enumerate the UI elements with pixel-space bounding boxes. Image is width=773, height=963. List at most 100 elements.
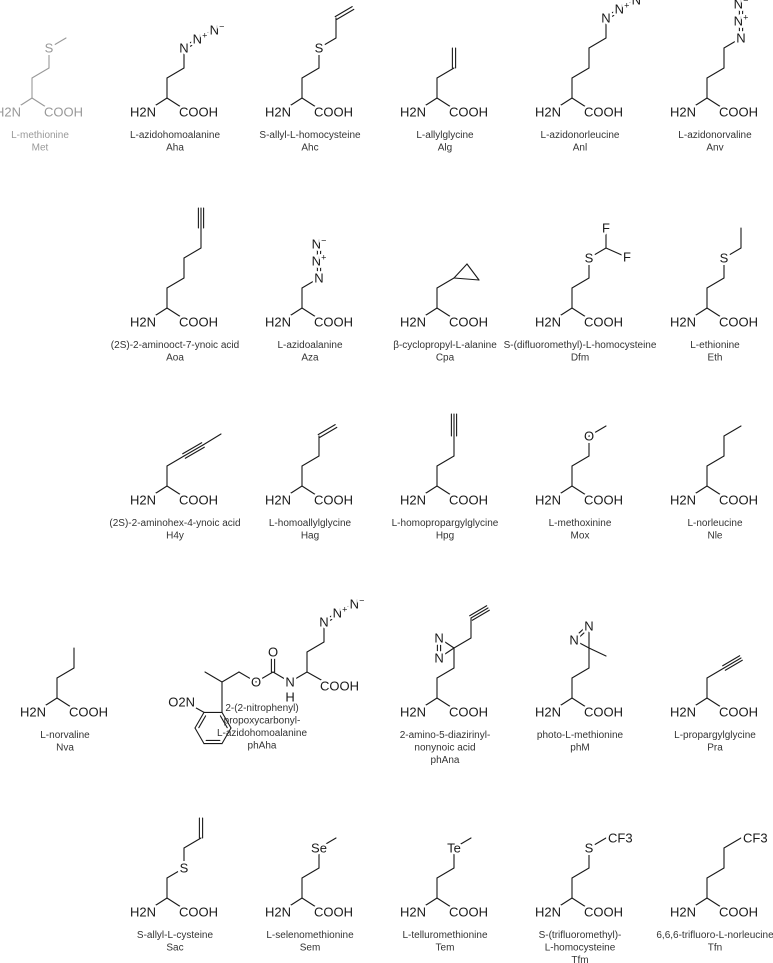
compound-name: S-(difluoromethyl)-L-homocysteine <box>504 340 657 351</box>
amine-label: H2N <box>265 905 291 920</box>
bond <box>706 867 725 879</box>
compound-abbreviation: Anl <box>573 143 587 154</box>
carboxyl-label: COOH <box>584 493 623 508</box>
bond <box>166 277 185 289</box>
carboxyl-label: COOH <box>314 905 353 920</box>
bond <box>301 307 317 318</box>
amine-label: H2N <box>670 905 696 920</box>
bond <box>221 671 240 683</box>
bond <box>182 37 200 48</box>
bond <box>436 307 452 318</box>
amine-label: H2N <box>130 493 156 508</box>
bond <box>588 37 607 49</box>
bond <box>469 605 488 617</box>
bond <box>622 0 640 11</box>
bond <box>340 604 358 615</box>
bond <box>588 647 607 657</box>
bond <box>571 897 587 908</box>
atom-label: O <box>268 645 278 660</box>
atom-label: F <box>602 221 610 236</box>
compound-abbreviation: Tem <box>436 943 455 954</box>
carboxyl-label: COOH <box>69 705 108 720</box>
compound-abbreviation: Met <box>32 143 49 154</box>
bond <box>692 485 708 496</box>
bond <box>166 97 182 108</box>
carboxyl-label: COOH <box>719 493 758 508</box>
bond <box>306 641 325 653</box>
amine-label: H2N <box>265 315 291 330</box>
compound-abbreviation: Cpa <box>436 353 455 364</box>
carboxyl-label: COOH <box>314 105 353 120</box>
bond <box>571 485 587 496</box>
bond <box>219 715 228 729</box>
carboxyl-label: COOH <box>719 705 758 720</box>
amine-label: H2N <box>400 315 426 330</box>
amine-label: H2N <box>265 105 291 120</box>
carboxyl-label: COOH <box>584 105 623 120</box>
carboxyl-label: COOH <box>179 105 218 120</box>
bond <box>436 897 452 908</box>
atom-label: N− <box>210 22 225 38</box>
bond <box>706 697 722 708</box>
bond <box>166 485 182 496</box>
bond <box>723 37 742 49</box>
compound-name: L-norvaline <box>40 730 90 741</box>
carboxyl-label: COOH <box>320 679 359 694</box>
atom-label: O2N <box>168 695 195 710</box>
compound-abbreviation: Aza <box>301 353 319 364</box>
compound-name: L-allylglycine <box>416 130 474 141</box>
bond <box>706 97 722 108</box>
bond <box>198 28 216 39</box>
carboxyl-label: COOH <box>179 493 218 508</box>
bond <box>605 247 625 257</box>
compound-name: L-azidohomoalanine <box>217 728 308 739</box>
bond <box>723 247 742 259</box>
bond <box>334 6 353 18</box>
compound-abbreviation: Nva <box>56 743 74 754</box>
compound-name: S-allyl-L-cysteine <box>137 930 214 941</box>
compound-abbreviation: Aoa <box>166 353 184 364</box>
bond <box>557 97 573 108</box>
bond <box>200 30 218 41</box>
bond <box>436 455 455 467</box>
bond <box>318 837 337 849</box>
bond <box>188 703 205 713</box>
carboxyl-label: COOH <box>314 315 353 330</box>
compound-abbreviation: Sac <box>166 943 183 954</box>
amine-label: H2N <box>670 105 696 120</box>
compound-name: L-telluromethionine <box>402 930 487 941</box>
compound-name: L-methionine <box>11 130 69 141</box>
bond <box>183 444 204 457</box>
bond <box>31 97 47 108</box>
carboxyl-label: COOH <box>314 493 353 508</box>
bond <box>42 697 58 708</box>
bond <box>31 67 50 79</box>
amine-label: H2N <box>535 315 561 330</box>
bond <box>301 67 320 79</box>
bond <box>557 485 573 496</box>
bond <box>588 425 607 437</box>
carboxyl-label: COOH <box>179 905 218 920</box>
atom-label: O <box>584 429 594 444</box>
bond <box>557 697 573 708</box>
atom-label: S <box>45 41 54 56</box>
carboxyl-label: COOH <box>449 105 488 120</box>
atom-label: S <box>585 841 594 856</box>
